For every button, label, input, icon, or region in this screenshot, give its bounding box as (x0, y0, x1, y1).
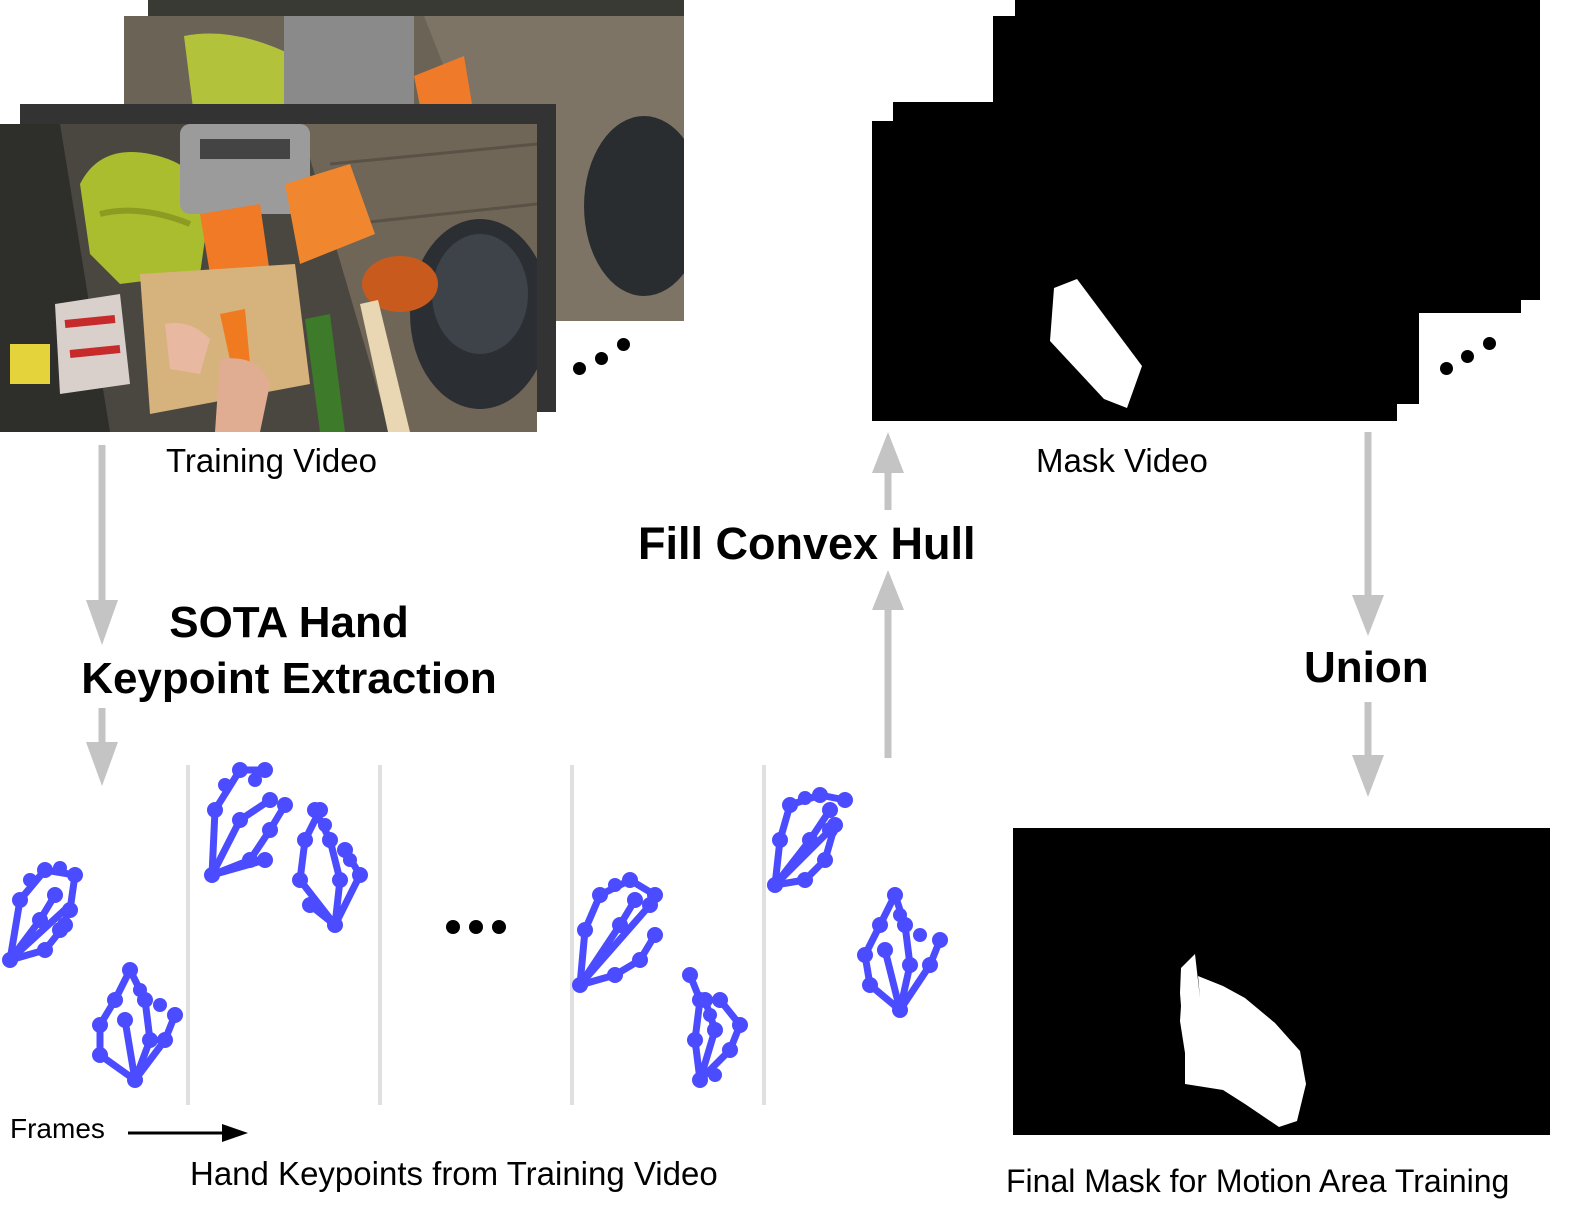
final-mask-caption: Final Mask for Motion Area Training (1006, 1163, 1510, 1199)
keypoints-ellipsis (446, 920, 506, 934)
arrow-down-1 (86, 600, 118, 645)
kitchen-scene-image (0, 124, 537, 432)
sota-line-2: Keypoint Extraction (81, 653, 497, 703)
final-mask-region (1180, 954, 1306, 1127)
training-video-caption: Training Video (166, 442, 377, 479)
mask-frame-front (872, 121, 1397, 421)
fill-convex-hull-label: Fill Convex Hull (638, 518, 976, 569)
frame-separator-1 (186, 765, 190, 1105)
sota-line-1: SOTA Hand (169, 598, 409, 647)
frame-separator-3 (570, 765, 574, 1105)
sota-extraction-label: SOTA Hand Keypoint Extraction (64, 595, 514, 707)
frames-label: Frames (10, 1113, 105, 1144)
frames-direction-arrow (128, 1124, 248, 1142)
training-frame-front (0, 124, 537, 432)
frame-separator-2 (378, 765, 382, 1105)
final-mask-frame (1013, 828, 1550, 1135)
keypoint-dots (2, 762, 948, 1088)
hand-mask-region (1050, 279, 1142, 408)
mask-video-caption: Mask Video (1036, 442, 1208, 479)
union-label: Union (1304, 643, 1429, 692)
hand-keypoints-caption: Hand Keypoints from Training Video (190, 1155, 718, 1192)
frame-separator-4 (762, 765, 766, 1105)
